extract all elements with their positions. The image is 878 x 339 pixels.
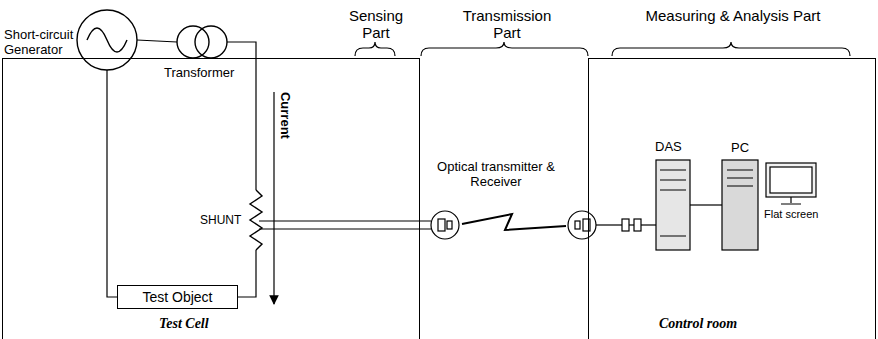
optical-receiver bbox=[568, 211, 596, 239]
part-heading: Sensing Part bbox=[345, 7, 407, 42]
optical-transmitter bbox=[431, 211, 459, 239]
cable bbox=[690, 204, 722, 205]
pc-tower bbox=[722, 160, 758, 250]
test-object-box: Test Object bbox=[117, 285, 238, 309]
connector bbox=[622, 219, 629, 231]
part-heading: Measuring & Analysis Part bbox=[638, 7, 828, 24]
optical-receiver bbox=[575, 221, 580, 229]
current-label: Current bbox=[278, 89, 293, 141]
flat-screen bbox=[770, 167, 812, 193]
sine-symbol bbox=[87, 28, 127, 52]
flat-screen bbox=[766, 163, 816, 197]
signal-wire bbox=[259, 220, 431, 221]
part-brace bbox=[355, 42, 395, 56]
wire bbox=[227, 42, 256, 190]
signal-wire bbox=[259, 228, 431, 229]
part-brace bbox=[421, 42, 588, 56]
part-brace bbox=[612, 42, 850, 56]
component-label: Flat screen bbox=[764, 208, 824, 221]
wire bbox=[107, 70, 117, 297]
component-label: DAS bbox=[655, 140, 695, 155]
component-label: Short-circuit Generator bbox=[4, 28, 78, 58]
das-unit bbox=[656, 160, 690, 250]
component-label: SHUNT bbox=[200, 214, 248, 228]
connector bbox=[634, 219, 641, 231]
optical-transmitter bbox=[438, 219, 445, 231]
pc-tower bbox=[727, 170, 753, 186]
test-cell-region: Test Cell Test Object bbox=[2, 58, 420, 339]
component-label: Transformer bbox=[164, 66, 254, 81]
optical-link bbox=[462, 214, 566, 230]
das-unit bbox=[660, 170, 686, 236]
component-label: Optical transmitter & Receiver bbox=[426, 160, 566, 190]
flat-screen bbox=[781, 197, 801, 204]
generator-symbol bbox=[77, 10, 137, 70]
region-title: Test Cell bbox=[159, 316, 209, 332]
optical-transmitter bbox=[447, 221, 452, 229]
cable bbox=[596, 224, 622, 225]
cable bbox=[641, 224, 656, 225]
current-arrow bbox=[273, 92, 274, 304]
wire bbox=[137, 40, 177, 42]
component-label: PC bbox=[731, 141, 761, 156]
control-room-region: Control room bbox=[588, 58, 876, 339]
region-title: Control room bbox=[659, 316, 737, 332]
wire bbox=[236, 250, 256, 297]
box-label: Test Object bbox=[128, 289, 227, 305]
part-heading: Transmission Part bbox=[462, 7, 552, 42]
cable bbox=[629, 224, 634, 225]
transformer-symbol bbox=[195, 26, 227, 58]
transformer-symbol bbox=[177, 26, 209, 58]
shunt-symbol bbox=[250, 190, 262, 250]
